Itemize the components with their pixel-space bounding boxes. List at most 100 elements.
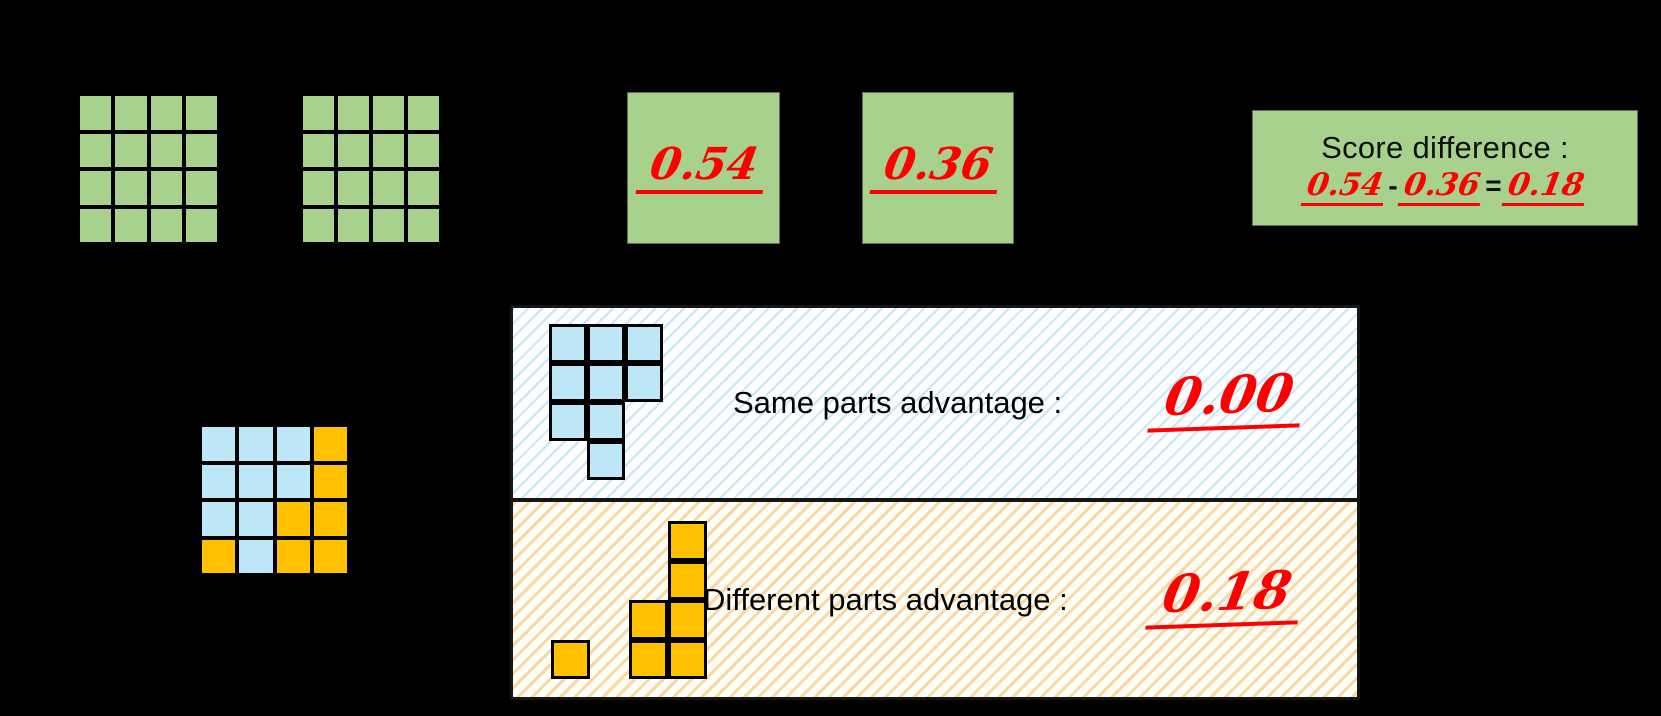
grid-cell-orange: [311, 537, 349, 575]
grid-cell-blue: [587, 441, 625, 480]
grid-cell-empty: [629, 561, 668, 601]
formula-operator: -: [1388, 169, 1398, 201]
grid-cell-blue: [587, 363, 625, 402]
grid-cell-green: [148, 206, 184, 244]
grid-cell-orange: [668, 560, 707, 600]
grid-cell-blue: [549, 324, 587, 363]
grid-cell-orange: [311, 500, 349, 538]
mixed-parts-grid: [198, 423, 351, 577]
grid-cell-green: [301, 206, 336, 244]
grid-cell-blue: [274, 462, 312, 500]
grid-cell-green: [336, 206, 371, 244]
grid-cell-empty: [663, 363, 701, 402]
same-parts-shape: [549, 324, 701, 480]
formula-operator: =: [1485, 169, 1502, 201]
grid-cell-blue: [274, 425, 312, 463]
score-box-right: 0.36: [862, 92, 1014, 244]
different-parts-panel: Different parts advantage : 0.18: [510, 500, 1360, 700]
grid-cell-orange: [200, 537, 238, 575]
grid-cell-blue: [200, 425, 238, 463]
grid-cell-empty: [590, 521, 629, 561]
grid-cell-orange: [311, 462, 349, 500]
grid-cell-green: [406, 94, 441, 132]
grid-cell-green: [301, 131, 336, 169]
grid-cell-blue: [237, 500, 275, 538]
grid-cell-green: [336, 94, 371, 132]
grid-cell-blue: [625, 324, 663, 363]
grid-cell-orange: [668, 600, 707, 640]
same-parts-label: Same parts advantage :: [733, 385, 1063, 420]
grid-cell-empty: [590, 640, 629, 680]
grid-cell-green: [78, 169, 114, 207]
grid-cell-green: [301, 94, 336, 132]
grid-cell-orange: [274, 500, 312, 538]
grid-cell-orange: [551, 639, 590, 679]
grid-cell-empty: [629, 521, 668, 561]
grid-cell-green: [336, 169, 371, 207]
grid-cell-empty: [551, 521, 590, 561]
grid-cell-empty: [549, 441, 587, 480]
score-difference-title: Score difference :: [1321, 129, 1569, 165]
score-left-value: 0.54: [635, 139, 772, 195]
grid-cell-empty: [625, 402, 663, 441]
grid-cell-empty: [551, 600, 590, 640]
grid-cell-empty: [551, 561, 590, 601]
grid-cell-orange: [668, 639, 707, 679]
grid-cell-orange: [274, 537, 312, 575]
grid-cell-empty: [663, 441, 701, 480]
different-parts-shape: [551, 521, 707, 679]
grid-cell-blue: [237, 462, 275, 500]
score-right-value: 0.36: [869, 139, 1007, 195]
grid-cell-green: [113, 94, 149, 132]
grid-cell-empty: [663, 402, 701, 441]
grid-cell-green: [113, 169, 149, 207]
grid-cell-green: [148, 94, 184, 132]
different-parts-label: Different parts advantage :: [703, 581, 1068, 617]
grid-cell-green: [148, 131, 184, 169]
score-difference-formula: 0.54-0.36=0.18: [1300, 167, 1590, 207]
grid-cell-green: [78, 94, 114, 132]
grid-cell-empty: [625, 441, 663, 480]
formula-score-value: 0.54: [1300, 167, 1389, 207]
grid-cell-blue: [237, 537, 275, 575]
formula-score-value: 0.18: [1501, 167, 1590, 207]
grid-cell-green: [183, 94, 219, 132]
same-parts-value: 0.00: [1147, 363, 1310, 433]
grid-cell-blue: [237, 425, 275, 463]
grid-cell-green: [371, 131, 406, 169]
grid-cell-green: [406, 169, 441, 207]
different-parts-value: 0.18: [1145, 559, 1308, 630]
grid-cell-blue: [549, 402, 587, 441]
grid-cell-blue: [549, 363, 587, 402]
same-parts-panel: Same parts advantage : 0.00: [510, 305, 1360, 500]
grid-cell-green: [78, 206, 114, 244]
grid-cell-green: [148, 169, 184, 207]
grid-cell-blue: [200, 462, 238, 500]
grid-cell-green: [406, 131, 441, 169]
grid-cell-green: [336, 131, 371, 169]
solution-grid-right: [299, 92, 443, 246]
grid-cell-green: [113, 206, 149, 244]
grid-cell-blue: [587, 402, 625, 441]
grid-cell-empty: [590, 600, 629, 640]
grid-cell-green: [183, 206, 219, 244]
grid-cell-green: [78, 131, 114, 169]
grid-cell-green: [183, 131, 219, 169]
grid-cell-green: [301, 169, 336, 207]
grid-cell-green: [371, 94, 406, 132]
grid-cell-green: [371, 206, 406, 244]
grid-cell-blue: [200, 500, 238, 538]
grid-cell-empty: [590, 561, 629, 601]
score-box-left: 0.54: [627, 92, 780, 244]
grid-cell-blue: [587, 324, 625, 363]
grid-cell-green: [371, 169, 406, 207]
grid-cell-green: [406, 206, 441, 244]
grid-cell-orange: [629, 600, 668, 640]
formula-score-value: 0.36: [1397, 167, 1486, 207]
grid-cell-empty: [663, 324, 701, 363]
grid-cell-orange: [668, 521, 707, 561]
grid-cell-orange: [311, 425, 349, 463]
score-difference-box: Score difference : 0.54-0.36=0.18: [1252, 110, 1638, 226]
grid-cell-green: [183, 169, 219, 207]
